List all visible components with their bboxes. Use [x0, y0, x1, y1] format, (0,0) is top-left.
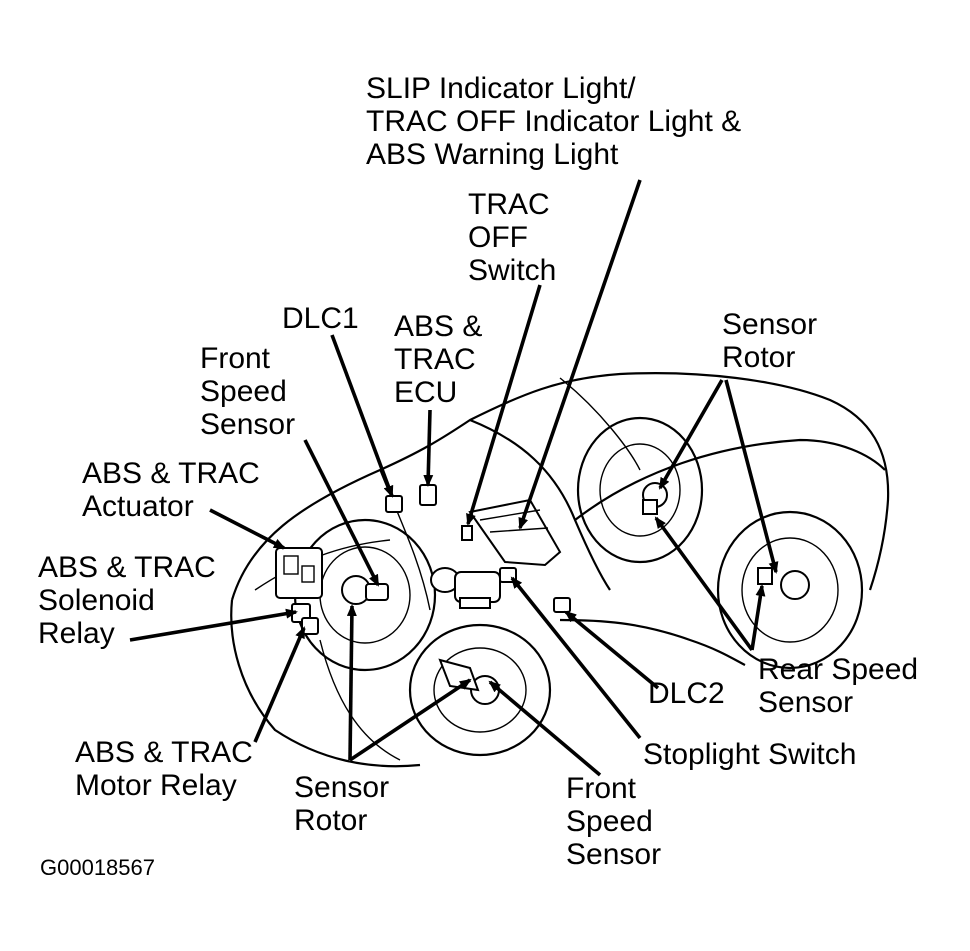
label-front-speed-sensor-left: Front Speed Sensor — [200, 342, 296, 441]
leader-arrows — [129, 179, 779, 777]
front-speed-sensor-left-part — [341, 575, 389, 605]
front-right-wheel — [408, 623, 552, 757]
brake-master-cylinder-part — [430, 567, 501, 609]
label-abs-trac-motor-relay: ABS & TRAC Motor Relay — [75, 736, 253, 802]
rear-left-wheel — [576, 416, 704, 564]
label-sensor-rotor-front: Sensor Rotor — [294, 771, 390, 837]
arrow-abs-trac-actuator — [209, 508, 286, 550]
label-dlc2: DLC2 — [648, 677, 725, 710]
label-stoplight-switch: Stoplight Switch — [643, 738, 857, 771]
motor-relay-part — [301, 617, 319, 635]
arrow-slip-indicator — [518, 179, 642, 530]
arrow-motor-relay — [253, 626, 306, 743]
figure-id: G00018567 — [40, 855, 155, 880]
car-body-outline — [230, 372, 890, 768]
arrow-dlc1 — [330, 334, 394, 498]
arrow-rear-speed-sensor-a — [654, 516, 754, 652]
instrument-panel-part — [468, 498, 562, 567]
trac-off-switch-part — [461, 525, 473, 541]
arrow-front-speed-sensor-left — [303, 439, 380, 587]
arrow-sensor-rotor-front-b — [349, 678, 472, 762]
label-sensor-rotor-rear: Sensor Rotor — [722, 308, 818, 374]
arrow-trac-off-switch — [466, 284, 542, 526]
rear-speed-sensor-right-part — [757, 567, 773, 585]
label-front-speed-sensor-bottom: Front Speed Sensor — [566, 772, 662, 871]
arrow-sensor-rotor-rear-b — [724, 379, 779, 574]
arrow-front-speed-sensor-bottom — [488, 680, 602, 777]
arrow-solenoid-relay — [129, 608, 298, 642]
label-abs-trac-actuator: ABS & TRAC Actuator — [82, 457, 260, 523]
label-trac-off-switch: TRAC OFF Switch — [468, 188, 557, 287]
arrow-stoplight-switch — [510, 576, 642, 740]
abs-trac-actuator-part — [275, 547, 323, 599]
label-dlc1: DLC1 — [282, 302, 359, 335]
dlc1-part — [385, 495, 403, 513]
arrow-sensor-rotor-front-a — [346, 604, 357, 761]
arrow-dlc2 — [564, 610, 660, 690]
label-abs-trac-solenoid-relay: ABS & TRAC Solenoid Relay — [38, 551, 216, 650]
abs-trac-ecu-part — [419, 484, 437, 506]
rear-speed-sensor-left-part — [642, 499, 658, 515]
dlc2-part — [553, 597, 571, 613]
arrow-sensor-rotor-rear-a — [658, 379, 724, 490]
arrow-abs-trac-ecu — [423, 409, 434, 487]
label-slip-indicator-light: SLIP Indicator Light/ TRAC OFF Indicator… — [366, 72, 742, 171]
label-abs-trac-ecu: ABS & TRAC ECU — [394, 310, 483, 409]
arrow-rear-speed-sensor-b — [750, 584, 766, 651]
rear-right-wheel — [716, 510, 864, 670]
label-rear-speed-sensor: Rear Speed Sensor — [758, 653, 919, 719]
